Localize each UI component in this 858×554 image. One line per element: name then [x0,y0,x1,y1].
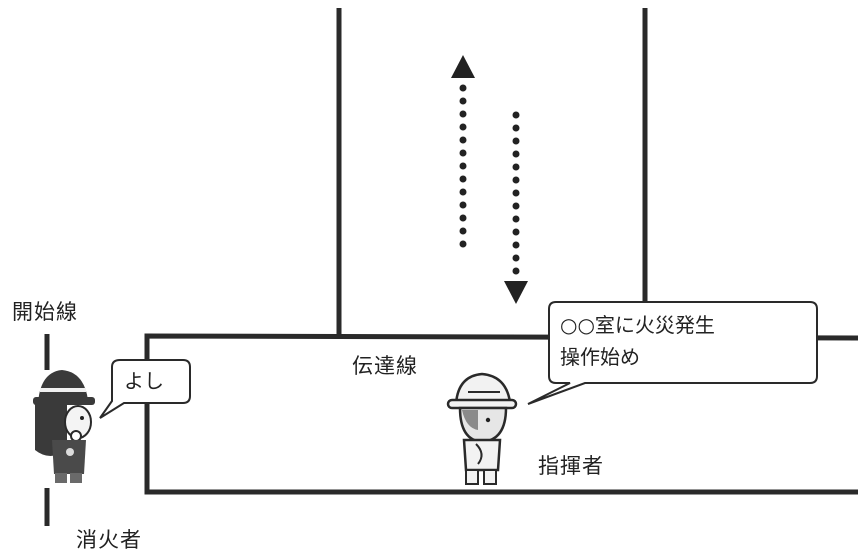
dotted-up-arrow-icon [451,55,475,248]
commander-speech-line1: ○○室に火災発生 [560,313,715,337]
room-outline [144,333,858,495]
firefighter-speech-text: よし [124,369,164,393]
commander-label: 指揮者 [538,454,604,478]
firefighter-helmet-icon [33,370,95,483]
relay-line-label: 伝達線 [352,354,418,378]
dotted-down-arrow-icon [504,111,528,304]
start-line-label: 開始線 [12,300,78,324]
firefighter-speech-bubble [99,359,191,419]
firefighter-label: 消火者 [76,528,142,552]
commander-speech-bubble [527,301,818,405]
commander-helmet-icon [446,372,518,485]
commander-speech-line2: 操作始め [560,345,640,369]
